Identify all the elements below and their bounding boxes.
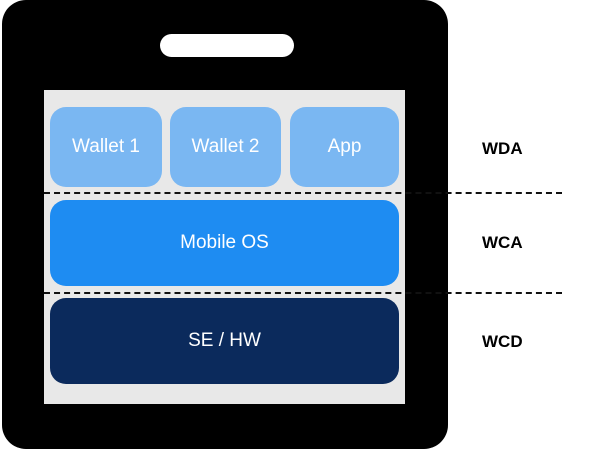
se-hw-block: SE / HW (50, 298, 399, 384)
layer-divider-top (44, 192, 562, 194)
wallet-2-label: Wallet 2 (191, 136, 260, 157)
app-block: App (290, 107, 399, 187)
mobile-os-label: Mobile OS (180, 232, 269, 253)
wallet-2-block: Wallet 2 (170, 107, 281, 187)
se-hw-label: SE / HW (188, 330, 261, 351)
layer-label-wda: WDA (482, 139, 523, 158)
layer-label-wcd: WCD (482, 332, 523, 351)
wallet-1-block: Wallet 1 (50, 107, 162, 187)
layer-divider-bottom (44, 292, 562, 294)
phone-speaker (160, 34, 294, 57)
layer-label-wca: WCA (482, 233, 523, 252)
wallet-1-label: Wallet 1 (72, 136, 140, 157)
app-label: App (327, 136, 362, 157)
mobile-os-block: Mobile OS (50, 200, 399, 286)
